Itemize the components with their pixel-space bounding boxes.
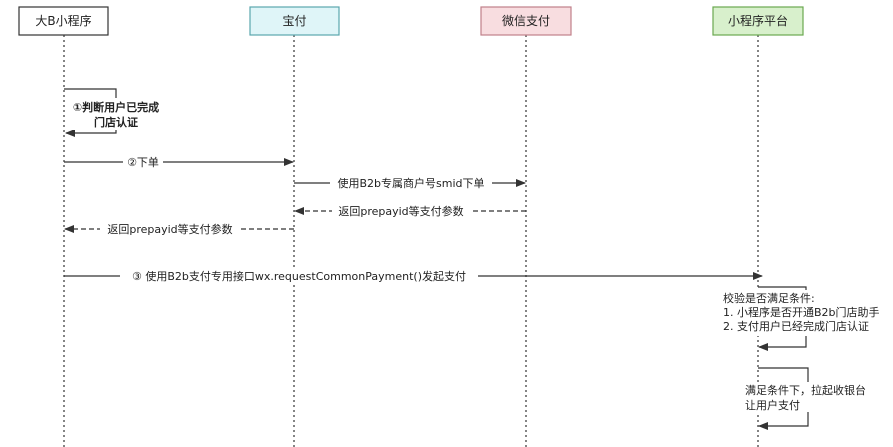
label-background [123,155,163,169]
message-common-payment: ③ 使用B2b支付专用接口wx.requestCommonPayment()发起… [64,269,763,283]
label-background [742,382,888,412]
message-label: 返回prepayid等支付参数 [107,222,232,236]
actor-wechat-pay: 微信支付 [480,6,572,36]
actor-box [18,6,109,36]
actor-label: 宝付 [282,14,306,28]
actor-box [712,6,804,36]
verify-item: 1. 小程序是否开通B2b门店助手 [723,305,880,319]
actor-baofu: 宝付 [249,6,340,36]
label-background [120,269,478,283]
self-message-check-auth: ①判断用户已完成 门店认证 [64,88,170,137]
actor-label: 小程序平台 [728,13,788,28]
label-background [332,204,470,218]
self-message-cashier: 满足条件下，拉起收银台 让用户支付 [742,367,888,430]
self-message-verify: 校验是否满足条件: 1. 小程序是否开通B2b门店助手 2. 支付用户已经完成门… [722,286,893,351]
message-label: 门店认证 [94,115,138,129]
verify-item: 2. 支付用户已经完成门店认证 [723,319,869,333]
lifelines [63,35,759,447]
actor-label: 大B小程序 [35,13,91,28]
message-return-baofu: 返回prepayid等支付参数 [64,222,294,236]
actor-big-b-miniprogram: 大B小程序 [18,6,109,36]
message-return-wechat: 返回prepayid等支付参数 [294,204,526,218]
label-background [330,176,492,190]
message-order: ②下单 [64,155,294,169]
cashier-label: 让用户支付 [745,398,800,412]
message-label: 使用B2b专属商户号smid下单 [337,176,484,190]
cashier-label: 满足条件下，拉起收银台 [745,383,866,397]
message-label: ③ 使用B2b支付专用接口wx.requestCommonPayment()发起… [132,269,466,283]
actor-miniprogram-platform: 小程序平台 [712,6,804,36]
label-background [66,98,170,130]
label-background [722,290,893,336]
message-label: ②下单 [127,156,159,169]
label-background [100,222,240,236]
verify-title: 校验是否满足条件: [723,291,815,305]
message-b2b-order: 使用B2b专属商户号smid下单 [294,176,526,190]
actor-box [480,6,572,36]
actor-box [249,6,340,36]
message-label: ①判断用户已完成 [73,100,159,114]
message-label: 返回prepayid等支付参数 [338,204,463,218]
actor-label: 微信支付 [502,14,550,28]
